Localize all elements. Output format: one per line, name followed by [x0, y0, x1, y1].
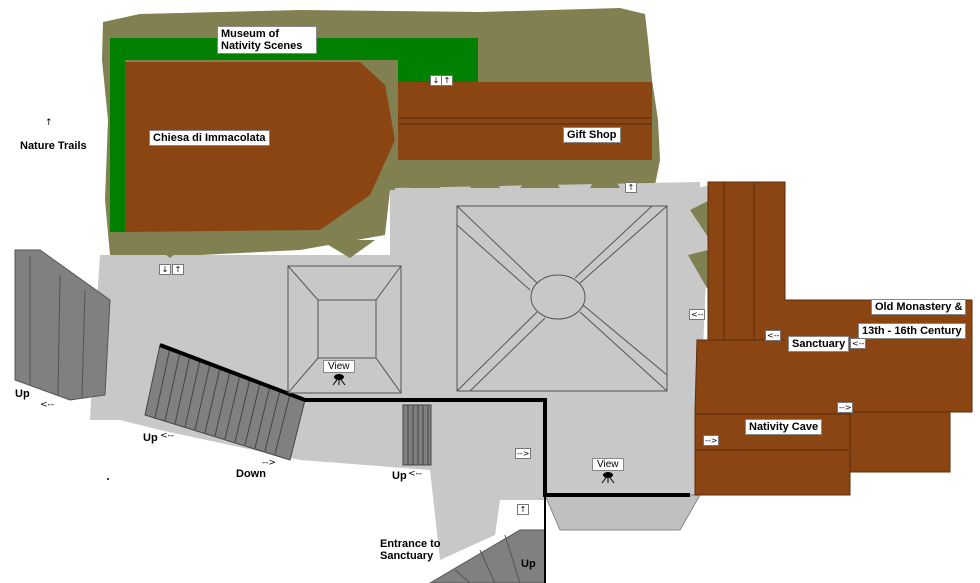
- arrow-cave-right: -->: [703, 435, 720, 446]
- label-century: 13th - 16th Century: [858, 323, 966, 339]
- arrow-entrance-up: ↑: [517, 504, 529, 515]
- label-up-left: Up: [15, 388, 30, 400]
- view-icon: [332, 374, 346, 386]
- label-up-small-stairs: Up: [392, 470, 407, 482]
- view-point-right: View: [592, 458, 624, 484]
- arrow-right-down: -->: [262, 458, 277, 468]
- cloister: [456, 205, 668, 392]
- wall-upper: [159, 343, 690, 497]
- small-stairs: [402, 404, 432, 466]
- label-up-stairs: Up: [143, 432, 158, 444]
- gift-shop-building: [398, 82, 652, 160]
- arrow-monastery-right: -->: [837, 402, 854, 413]
- nature-trails-up-arrow: ↑: [45, 118, 53, 128]
- view-point-left: View: [323, 360, 355, 386]
- label-sanctuary: Sanctuary: [788, 336, 850, 352]
- label-entrance: Entrance to Sanctuary: [380, 538, 441, 562]
- arrow-monastery-left: <--: [765, 330, 782, 341]
- left-ramp: [14, 249, 111, 401]
- view-label: View: [592, 458, 624, 471]
- arrow-left-2: <--: [160, 431, 175, 441]
- label-museum: Museum of Nativity Scenes: [217, 26, 317, 54]
- view-label: View: [323, 360, 355, 373]
- label-nature-trails: Nature Trails: [20, 140, 87, 152]
- label-nativity-cave: Nativity Cave: [745, 419, 823, 435]
- arrow-plaza-left: <--: [689, 309, 706, 320]
- left-pavilion: [287, 265, 402, 394]
- arrow-chiesa-up: ↑: [172, 264, 184, 275]
- arrow-museum-up: ↑: [441, 75, 453, 86]
- label-gift-shop: Gift Shop: [563, 127, 621, 143]
- museum-building: [110, 38, 478, 232]
- arrow-left-1: <--: [40, 400, 55, 410]
- arrow-terrace-right: -->: [515, 448, 532, 459]
- arrow-left-3: <--: [408, 469, 423, 479]
- view-icon: [601, 472, 615, 484]
- south-terrace: [544, 494, 701, 531]
- label-down: Down: [236, 468, 266, 480]
- label-chiesa: Chiesa di Immacolata: [149, 130, 270, 146]
- label-up-entrance: Up: [521, 558, 536, 570]
- arrow-chiesa-down: ↓: [159, 264, 171, 275]
- chiesa-building: [125, 62, 395, 232]
- arrow-sanctuary-left: <--: [850, 338, 867, 349]
- label-old-monastery: Old Monastery &: [871, 299, 967, 315]
- arrow-gift-up: ↑: [625, 182, 637, 193]
